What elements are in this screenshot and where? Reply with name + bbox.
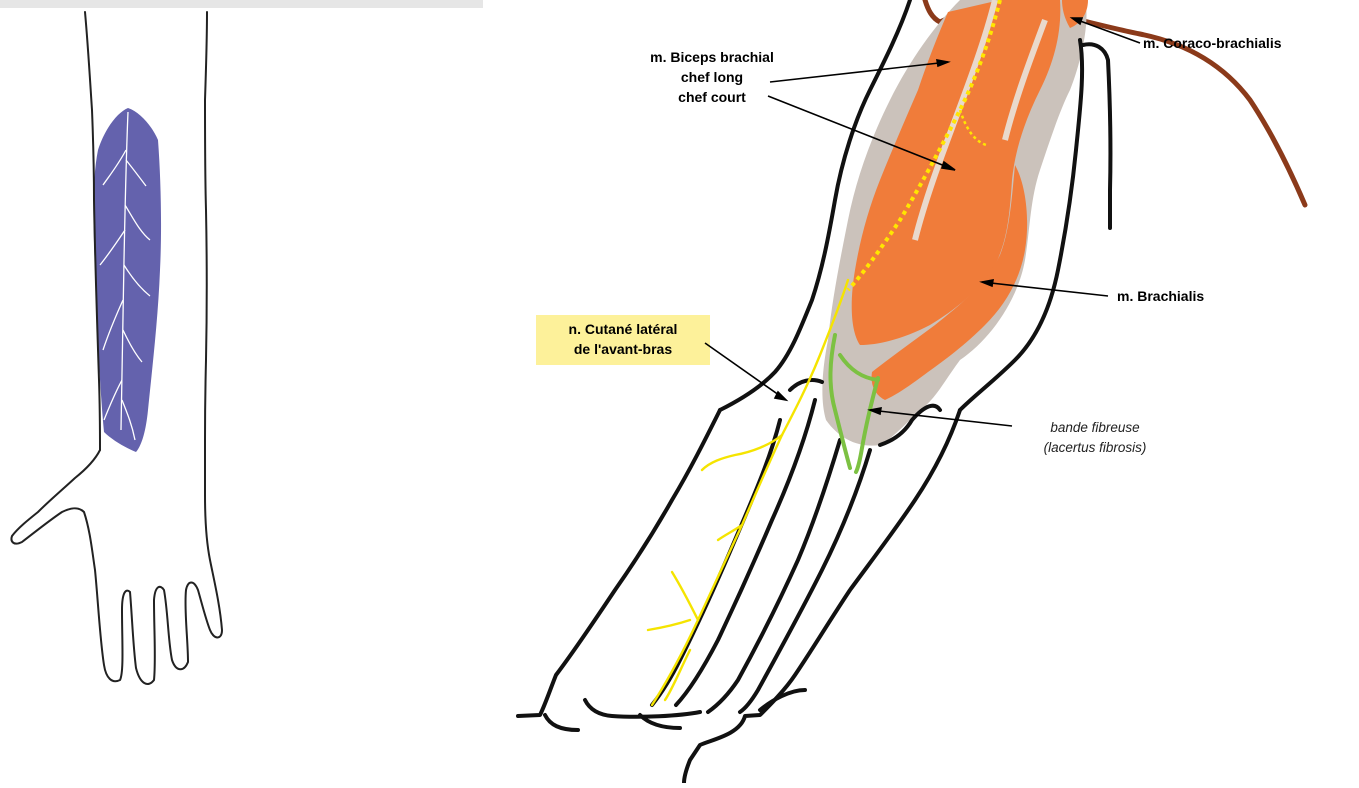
- arrowhead-cutaneous-nerve: [775, 392, 786, 400]
- label-lacertus-line1: bande fibreuse: [1050, 420, 1139, 435]
- right-arm-drawing: m. Biceps brachial chef long chef court …: [518, 0, 1305, 783]
- label-coracobrachialis: m. Coraco-brachialis: [1143, 35, 1282, 51]
- sensory-territory-area: [93, 108, 161, 452]
- label-biceps-line3: chef court: [678, 89, 746, 105]
- label-biceps-line1: m. Biceps brachial: [650, 49, 774, 65]
- label-brachialis: m. Brachialis: [1117, 288, 1204, 304]
- label-cutaneous-line2: de l'avant-bras: [574, 341, 672, 357]
- label-biceps-line2: chef long: [681, 69, 743, 85]
- left-forearm-drawing: [11, 12, 222, 684]
- top-border-strip: [0, 0, 483, 8]
- label-lacertus-line2: (lacertus fibrosis): [1044, 440, 1147, 455]
- label-cutaneous-line1: n. Cutané latéral: [569, 321, 678, 337]
